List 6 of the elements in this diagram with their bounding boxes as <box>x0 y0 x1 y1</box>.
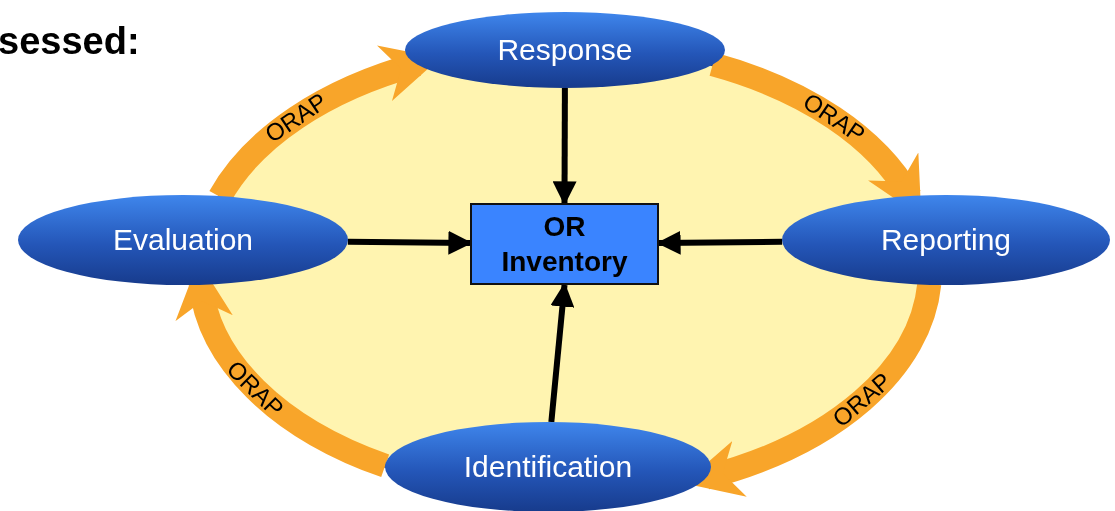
central-box: OR Inventory <box>470 203 659 285</box>
heading-fragment: sessed: <box>0 20 140 63</box>
stage-ellipse: Response <box>405 12 725 88</box>
stage-ellipse: Reporting <box>782 195 1110 285</box>
stage-ellipse: Evaluation <box>18 195 348 285</box>
arrow <box>552 88 577 206</box>
